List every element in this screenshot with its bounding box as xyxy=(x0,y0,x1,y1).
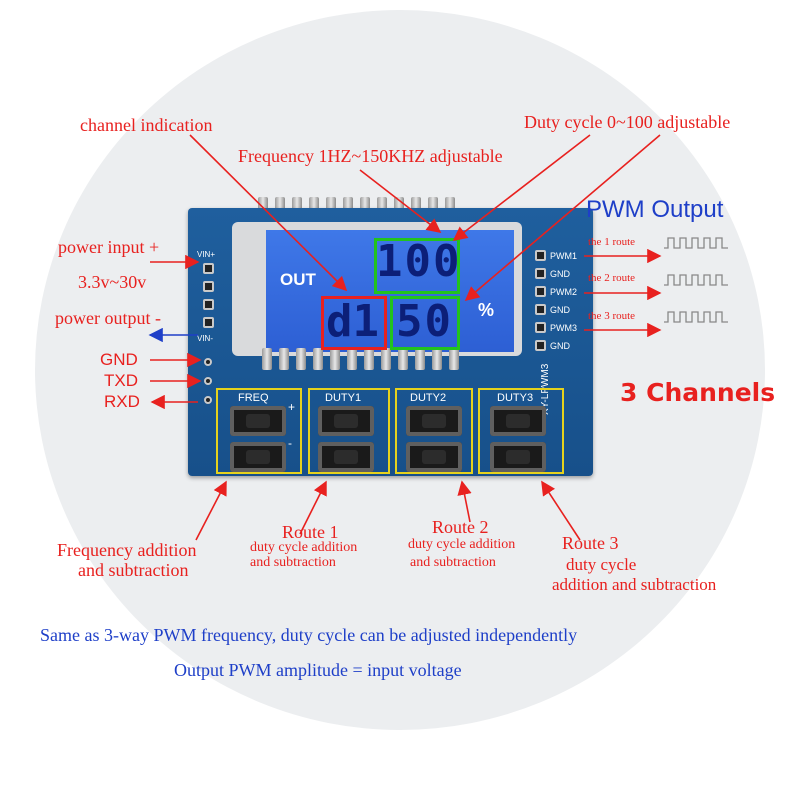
duty1-minus-button[interactable] xyxy=(318,442,374,472)
silk-pwm1: PWM1 xyxy=(550,251,577,261)
lcd-percent: % xyxy=(478,300,495,320)
header-pin-1 xyxy=(203,263,214,274)
duty2-plus-button[interactable] xyxy=(406,406,462,436)
silk-minus-freq: - xyxy=(288,436,292,450)
freq-plus-button[interactable] xyxy=(230,406,286,436)
duty3-plus-button[interactable] xyxy=(490,406,546,436)
arrow-freq-btn xyxy=(195,480,227,541)
out-pin-4 xyxy=(535,304,546,315)
footer-line1: Same as 3-way PWM frequency, duty cycle … xyxy=(40,625,578,645)
silk-duty3: DUTY3 xyxy=(497,392,534,404)
label-route1-line2: and subtraction xyxy=(250,555,336,570)
label-voltage-range: 3.3v~30v xyxy=(78,272,147,292)
wave-1 xyxy=(664,237,728,249)
arrow-duty-bottom xyxy=(464,134,661,302)
arrow-duty1-btn xyxy=(299,480,327,535)
label-freq-line2: and subtraction xyxy=(78,560,189,580)
freq-button-group xyxy=(216,388,302,474)
out-pin-6 xyxy=(535,340,546,351)
arrow-duty3-btn xyxy=(541,480,581,541)
label-route2-title: Route 2 xyxy=(432,517,489,537)
lcd-top-value: 100 xyxy=(376,236,462,287)
label-route2-line2: and subtraction xyxy=(410,555,496,570)
wave-3 xyxy=(664,311,728,323)
gnd-pad xyxy=(204,358,212,366)
lcd-pins-bottom xyxy=(262,348,462,370)
silk-gnd3: GND xyxy=(550,341,570,351)
out-pin-5 xyxy=(535,322,546,333)
label-power-input: power input + xyxy=(58,237,160,257)
duty3-minus-button[interactable] xyxy=(490,442,546,472)
silk-vin-minus: VIN- xyxy=(197,334,213,343)
duty-highlight-bottom xyxy=(390,296,460,350)
label-power-output: power output - xyxy=(55,308,161,328)
duty1-button-group xyxy=(308,388,390,474)
label-channel-indication: channel indication xyxy=(80,115,213,135)
duty1-plus-button[interactable] xyxy=(318,406,374,436)
header-pin-2 xyxy=(203,281,214,292)
label-route3-title: Route 3 xyxy=(562,533,619,553)
label-route1-title: Route 1 xyxy=(282,522,339,542)
header-pin-4 xyxy=(203,317,214,328)
lcd-channel: d1 xyxy=(326,296,379,347)
freq-minus-button[interactable] xyxy=(230,442,286,472)
footer-line2: Output PWM amplitude = input voltage xyxy=(174,660,462,680)
label-route2-line1: duty cycle addition xyxy=(408,537,516,552)
silk-duty2: DUTY2 xyxy=(410,392,447,404)
out-pin-2 xyxy=(535,268,546,279)
label-route3-line1: duty cycle xyxy=(566,555,637,574)
arrow-channel xyxy=(189,134,348,292)
label-duty-range: Duty cycle 0~100 adjustable xyxy=(524,112,731,132)
label-route1-line1: duty cycle addition xyxy=(250,540,358,555)
out-pin-3 xyxy=(535,286,546,297)
rxd-pad xyxy=(204,396,212,404)
label-pwm-output: PWM Output xyxy=(586,196,724,223)
channel-highlight xyxy=(321,296,387,350)
silk-duty1: DUTY1 xyxy=(325,392,362,404)
wave-2 xyxy=(664,274,728,286)
silk-pwm3: PWM3 xyxy=(550,323,577,333)
lcd-out-label: OUT xyxy=(280,270,316,289)
label-three-channels: 3 Channels xyxy=(620,378,776,407)
silk-plus-freq: + xyxy=(288,400,296,414)
label-frequency-range: Frequency 1HZ~150KHZ adjustable xyxy=(238,146,503,166)
out-pin-1 xyxy=(535,250,546,261)
lcd-bottom-value: 50 xyxy=(396,296,453,347)
duty-highlight-top xyxy=(374,238,460,294)
txd-pad xyxy=(204,377,212,385)
label-route3-out: the 3 route xyxy=(588,310,636,322)
label-gnd: GND xyxy=(100,350,138,369)
silk-vin-plus: VIN+ xyxy=(197,250,216,259)
arrow-duty2-btn xyxy=(457,480,472,523)
label-route1-out: the 1 route xyxy=(588,236,636,248)
silk-freq: FREQ xyxy=(238,392,269,404)
label-rxd: RXD xyxy=(104,392,140,411)
duty2-button-group xyxy=(395,388,473,474)
silk-gnd1: GND xyxy=(550,269,570,279)
duty2-minus-button[interactable] xyxy=(406,442,462,472)
duty3-button-group xyxy=(478,388,564,474)
label-freq-line1: Frequency addition xyxy=(57,540,197,560)
arrow-frequency xyxy=(359,169,442,233)
arrow-duty-top xyxy=(452,134,591,241)
silk-gnd2: GND xyxy=(550,305,570,315)
label-route2-out: the 2 route xyxy=(588,272,636,284)
label-route3-line2: addition and subtraction xyxy=(552,575,717,594)
header-pin-3 xyxy=(203,299,214,310)
label-txd: TXD xyxy=(104,371,138,390)
silk-pwm2: PWM2 xyxy=(550,287,577,297)
